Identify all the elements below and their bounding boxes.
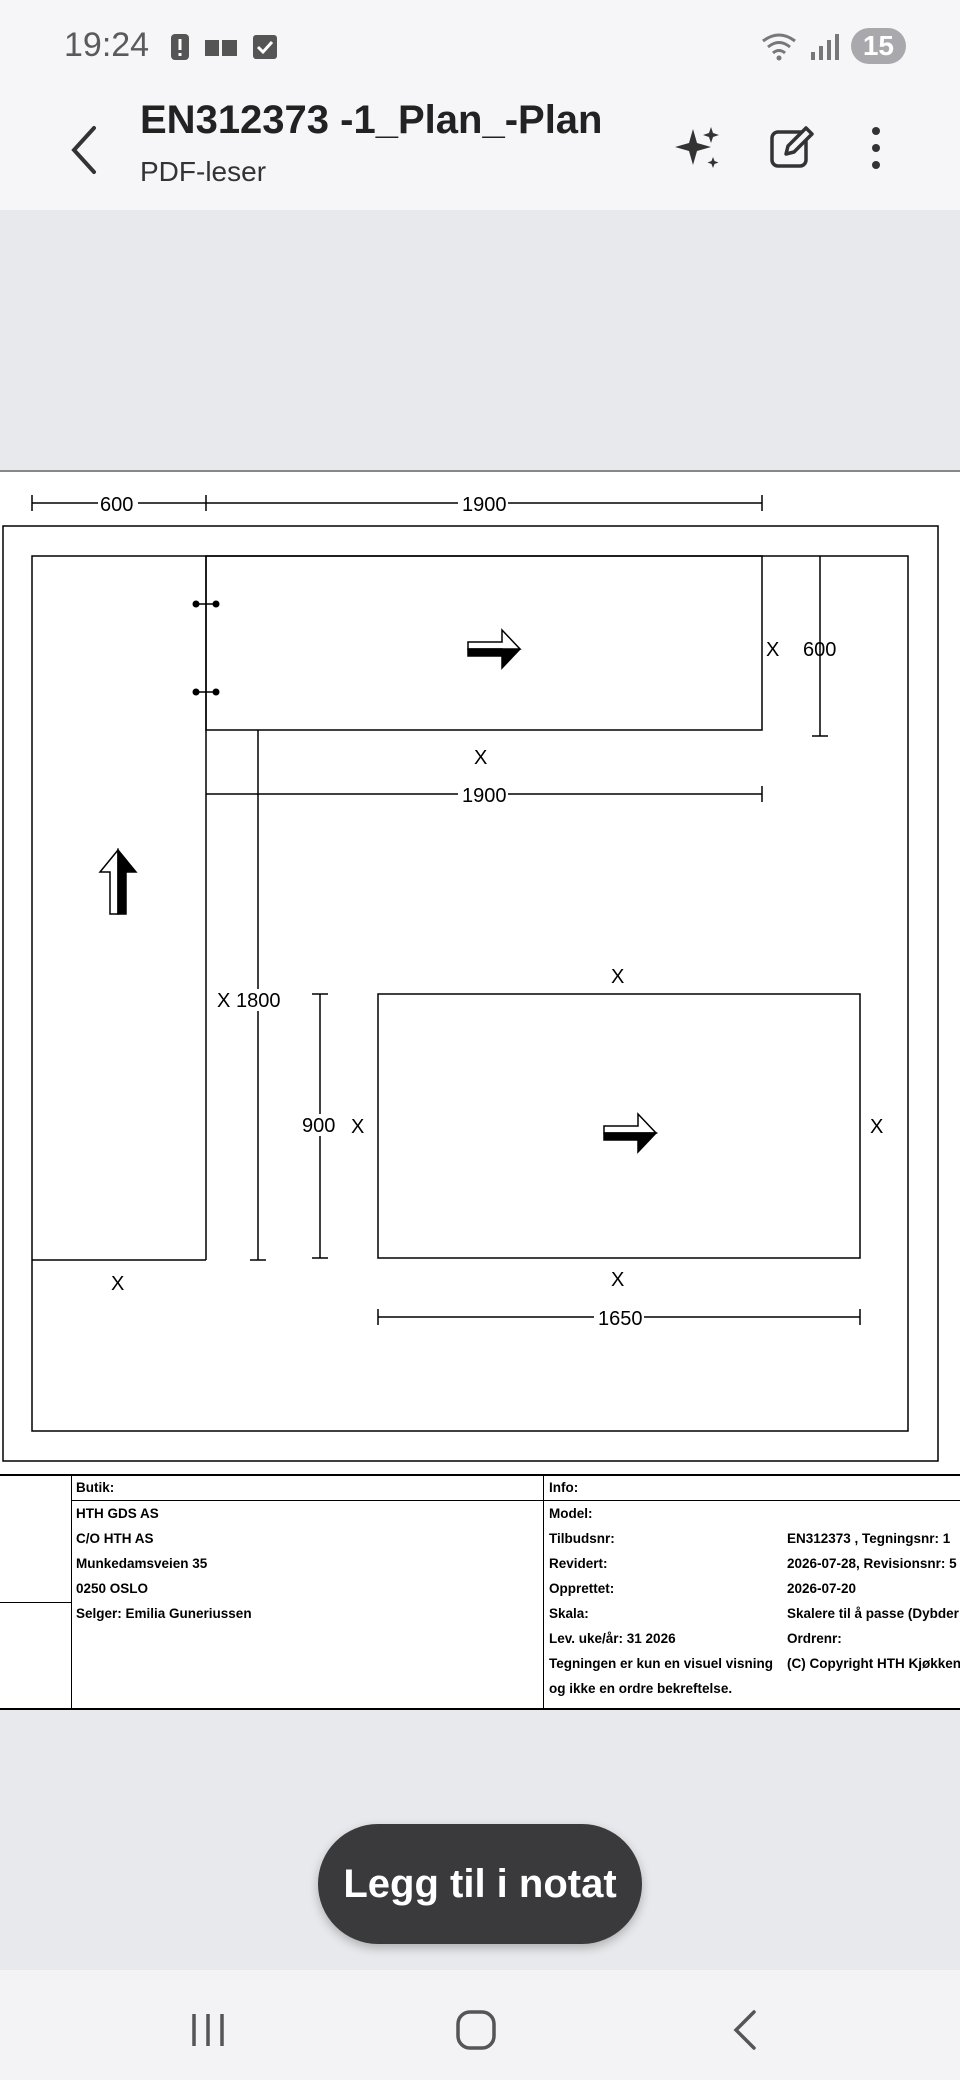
butik-label: Butik: xyxy=(76,1480,115,1495)
dim-1650: 1650 xyxy=(598,1308,643,1330)
chevron-left-icon xyxy=(71,126,96,174)
x-mark: X xyxy=(766,639,779,661)
info-row-label: Tegningen er kun en visuel visning xyxy=(549,1656,774,1671)
status-bar: 19:24 15 xyxy=(0,0,960,90)
x-mark: X xyxy=(351,1116,364,1138)
alert-icon xyxy=(171,34,189,60)
check-icon xyxy=(253,35,277,59)
wifi-icon xyxy=(761,33,796,61)
dim-1900-top: 1900 xyxy=(462,494,507,516)
dim-600-right: 600 xyxy=(803,639,836,661)
dim-600-top: 600 xyxy=(100,494,133,516)
dim-1900-middle: 1900 xyxy=(462,785,507,807)
more-vertical-icon xyxy=(872,127,880,169)
edit-icon xyxy=(770,126,814,168)
info-row-label: Lev. uke/år: 31 2026 xyxy=(549,1631,676,1646)
info-row-label: Model: xyxy=(549,1506,593,1521)
battery-badge: 15 xyxy=(850,28,906,64)
info-row-label: Opprettet: xyxy=(549,1581,615,1596)
info-row-label: Revidert: xyxy=(549,1556,608,1571)
dim-1800: 1800 xyxy=(236,990,281,1012)
info-row-value: EN312373 , Tegningsnr: 1 xyxy=(787,1531,951,1546)
home-icon xyxy=(456,2010,496,2050)
page-subtitle: PDF-leser xyxy=(140,156,267,187)
status-icons-right: 15 xyxy=(761,28,906,64)
info-row-value: (C) Copyright HTH Kjøkken xyxy=(787,1656,960,1671)
media-icon xyxy=(205,40,237,56)
info-row-label: og ikke en ordre bekreftelse. xyxy=(549,1681,733,1696)
dim-900: 900 xyxy=(302,1115,335,1137)
ai-sparkle-button[interactable] xyxy=(668,118,728,178)
recent-apps-icon xyxy=(192,2014,224,2046)
signal-icon xyxy=(810,34,839,60)
back-icon xyxy=(733,2010,756,2050)
x-mark: X xyxy=(474,747,487,769)
back-button[interactable] xyxy=(60,120,110,180)
info-row-label: Skala: xyxy=(549,1606,589,1621)
pdf-page[interactable]: 600 1900 600 1900 1800 900 1650 X X X X … xyxy=(0,470,960,1710)
store-line: C/O HTH AS xyxy=(76,1531,154,1546)
kitchen-plan-drawing: 600 1900 600 1900 1800 900 1650 X X X X … xyxy=(2,492,939,1462)
store-line: 0250 OSLO xyxy=(76,1581,149,1596)
x-mark: X xyxy=(611,1269,624,1291)
recent-apps-button[interactable] xyxy=(178,2000,238,2060)
more-options-button[interactable] xyxy=(846,118,906,178)
status-icons-left xyxy=(170,32,278,62)
x-mark: X xyxy=(870,1116,883,1138)
x-mark: X xyxy=(111,1273,124,1295)
x-mark: X xyxy=(217,990,230,1012)
info-row-value: 2026-07-20 xyxy=(787,1581,857,1596)
x-mark: X xyxy=(611,966,624,988)
sparkle-icon xyxy=(675,127,719,168)
info-label: Info: xyxy=(549,1480,579,1495)
title-block-table: Butik: HTH GDS AS C/O HTH AS Munkedamsve… xyxy=(0,1474,960,1710)
info-row-value: Skalere til å passe (Dybder xyxy=(787,1606,959,1621)
store-line: HTH GDS AS xyxy=(76,1506,159,1521)
info-row-value: 2026-07-28, Revisionsnr: 5 xyxy=(787,1556,957,1571)
edit-button[interactable] xyxy=(762,118,822,178)
add-to-note-button[interactable]: Legg til i notat xyxy=(318,1824,642,1944)
nav-back-button[interactable] xyxy=(716,2000,776,2060)
info-row-label: Tilbudsnr: xyxy=(549,1531,615,1546)
app-bar: EN312373 -1_Plan_-Plan PDF-leser xyxy=(0,90,960,210)
page-title: EN312373 -1_Plan_-Plan xyxy=(140,98,603,142)
info-row-value: Ordrenr: xyxy=(787,1631,842,1646)
home-button[interactable] xyxy=(446,2000,506,2060)
store-line: Selger: Emilia Guneriussen xyxy=(76,1606,252,1621)
status-time: 19:24 xyxy=(64,26,150,64)
system-nav-bar xyxy=(0,1970,960,2080)
store-line: Munkedamsveien 35 xyxy=(76,1556,208,1571)
direction-arrow-island xyxy=(603,1112,658,1154)
direction-arrow-top xyxy=(467,628,522,670)
direction-arrow-left xyxy=(98,847,138,915)
